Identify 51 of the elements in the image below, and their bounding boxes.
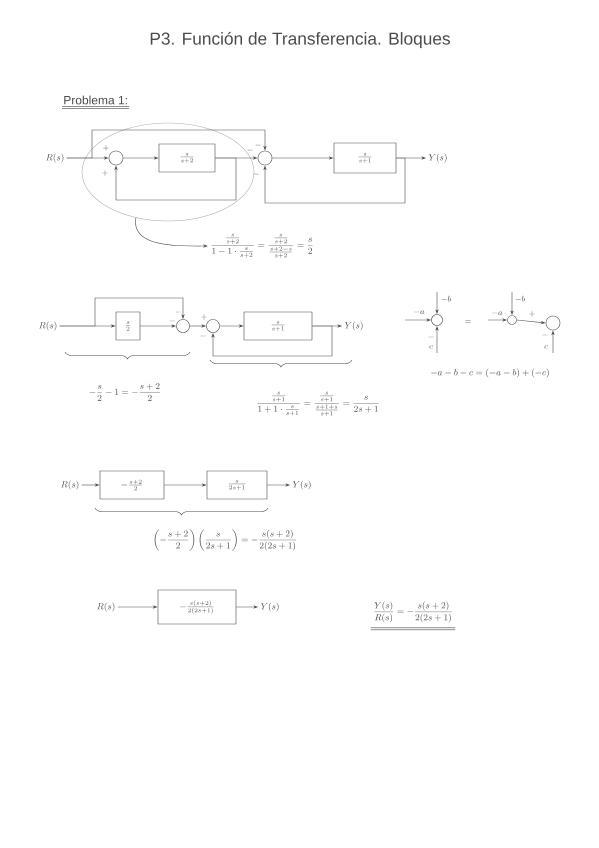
summing-junction (108, 150, 124, 166)
title: P3. Función de Transferencia. Bloques (150, 32, 450, 48)
arrow (59, 298, 185, 326)
signal-label: $R(s)$ (39, 322, 56, 330)
equation: $\frac{\frac{s}{s+2}}{1-1\cdot\frac{s}{s+2}}=\frac{\frac{s}{s+2}}{\frac{s+2-s}{s+2}}=\frac{s}{2}$ (212, 234, 312, 258)
equation: $\left(-\frac{s+2}{2}\right)\left(\frac{s}{2s+1}\right)=-\frac{s(s+2)}{2(2s+1)}$ (154, 529, 296, 551)
sign: $-$ (169, 320, 175, 322)
transfer-block: $\frac{s}{2}$ (116, 312, 140, 340)
transfer-block: $\frac{s}{2s+1}$ (206, 470, 268, 500)
signal-label: $R(s)$ (97, 602, 114, 612)
summing-junction (431, 314, 443, 326)
sign: $-$ (255, 144, 261, 146)
signal-label: $R(s)$ (46, 154, 64, 162)
sign: $-$ (428, 336, 434, 338)
arrow (211, 326, 332, 356)
equation: $\frac{\frac{s}{s+1}}{1+1\cdot\frac{s}{s+1}}=\frac{\frac{s}{s+1}}{\frac{s+1+s}{s+1}}=\frac{s}{2s+1}$ (257, 392, 379, 416)
sign: $+$ (103, 145, 109, 151)
edge-label: $-a$ (492, 311, 502, 316)
edge-label: $-b$ (516, 296, 525, 302)
signal-label: $Y(s)$ (292, 480, 311, 490)
edge-label: $-b$ (442, 296, 451, 302)
equation: $-\frac{s}{2}-1=-\frac{s+2}{2}$ (90, 382, 160, 401)
signal-label: $Y(s)$ (260, 602, 279, 612)
arrow (263, 158, 406, 204)
transfer-block: $\frac{s}{s+2}$ (158, 144, 216, 172)
transfer-block: $-\frac{s+2}{2}$ (100, 470, 164, 500)
transfer-block: $\frac{s}{s+1}$ (244, 312, 312, 340)
arrow (114, 158, 236, 200)
edge-label: $c$ (544, 345, 548, 349)
summing-junction (206, 319, 220, 333)
equation: $-a-b-c=(-a-b)+(-c)$ (431, 368, 549, 378)
ellipse-outline (82, 122, 254, 222)
edge-label: $c$ (430, 345, 433, 349)
sign: $+$ (102, 170, 108, 176)
arrow (66, 130, 267, 158)
summing-junction (176, 319, 190, 333)
sign: $+$ (201, 314, 207, 320)
edge-label: $-a$ (414, 310, 424, 314)
sign: $=$ (465, 320, 471, 323)
section-heading: Problema 1: (62, 96, 130, 110)
edge-label: $+$ (529, 311, 535, 317)
summing-junction (546, 316, 560, 330)
signal-label: $Y(s)$ (344, 322, 363, 330)
sign: $-$ (542, 334, 548, 336)
summing-junction (507, 315, 517, 325)
transfer-block: $-\frac{s(s+2)}{2(2s+1)}$ (158, 590, 236, 624)
signal-label: $R(s)$ (61, 480, 78, 490)
summing-junction (258, 150, 272, 166)
signal-label: $Y(s)$ (428, 154, 447, 162)
transfer-block: $\frac{s}{s+1}$ (334, 142, 396, 174)
result-equation: $\frac{Y(s)}{R(s)}=-\frac{s(s+2)}{2(2s+1)}$ (370, 602, 456, 630)
